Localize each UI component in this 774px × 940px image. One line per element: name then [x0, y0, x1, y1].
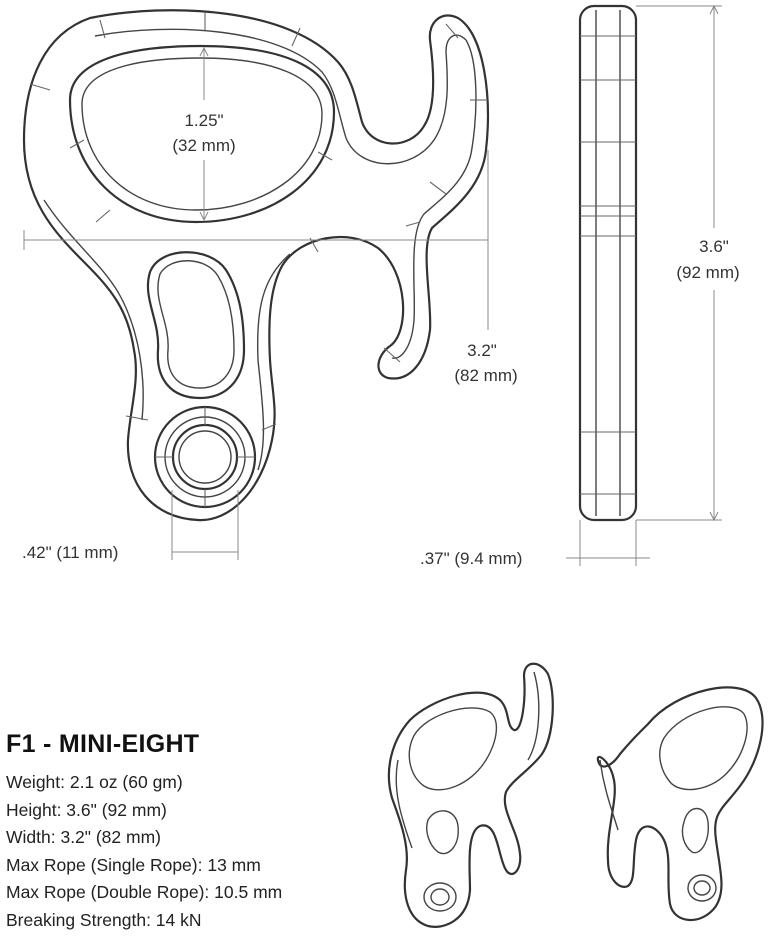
spec-weight: Weight: 2.1 oz (60 gm): [6, 772, 183, 792]
thickness-dim: .37" (9.4 mm): [420, 549, 522, 568]
iso-right-outline: [596, 686, 764, 922]
iso-right-eye: [687, 874, 717, 902]
large-hole-dim-inches: 1.25": [184, 111, 223, 130]
iso-left-eye: [423, 882, 457, 912]
width-dim-mm: (82 mm): [454, 366, 517, 385]
iso-right-hole: [659, 706, 748, 791]
segment-lines: [29, 12, 486, 507]
large-hole-inner: [81, 57, 323, 211]
small-hole-dim: .42" (11 mm): [22, 543, 118, 562]
middle-slot-inner: [157, 260, 235, 389]
height-dim-inches: 3.6": [699, 237, 729, 256]
side-dimension-lines: [566, 4, 722, 566]
small-hole-inner: [171, 423, 239, 491]
spec-breaking-strength: Breaking Strength: 14 kN: [6, 909, 202, 930]
device-right-inner: [256, 253, 291, 471]
spec-width: Width: 3.2" (82 mm): [6, 827, 161, 847]
side-segment-lines: [580, 35, 636, 495]
spec-height: Height: 3.6" (92 mm): [6, 799, 167, 820]
height-dim-mm: (92 mm): [676, 263, 739, 282]
product-title: F1 - MINI-EIGHT: [6, 730, 200, 758]
small-hole-core: [178, 430, 232, 484]
spec-max-rope-single: Max Rope (Single Rope): 13 mm: [6, 854, 261, 875]
iso-left-slot: [426, 810, 459, 855]
iso-left-outline: [387, 662, 554, 928]
middle-slot-outline: [146, 251, 246, 400]
device-lower-inner: [43, 199, 144, 421]
spec-sheet: F1 - MINI-EIGHT Weight: 2.1 oz (60 gm) H…: [6, 730, 282, 934]
isometric-view-right: [596, 686, 764, 922]
width-dim-inches: 3.2": [467, 341, 497, 360]
spec-max-rope-double: Max Rope (Double Rope): 10.5 mm: [6, 882, 283, 902]
side-view: 3.6" (92 mm) .37" (9.4 mm): [420, 4, 740, 568]
large-hole-outline: [68, 44, 336, 224]
device-body-inner: [94, 28, 477, 359]
side-profile-outline: [578, 4, 638, 522]
iso-right-slot: [681, 807, 709, 854]
front-view: 1.25" (32 mm) 3.2" (82 mm) .42" (11 mm): [22, 9, 518, 562]
large-hole-dim-mm: (32 mm): [172, 136, 235, 155]
iso-left-hole: [408, 707, 497, 791]
isometric-view-left: [387, 662, 554, 928]
front-dimension-lines: [23, 46, 489, 560]
